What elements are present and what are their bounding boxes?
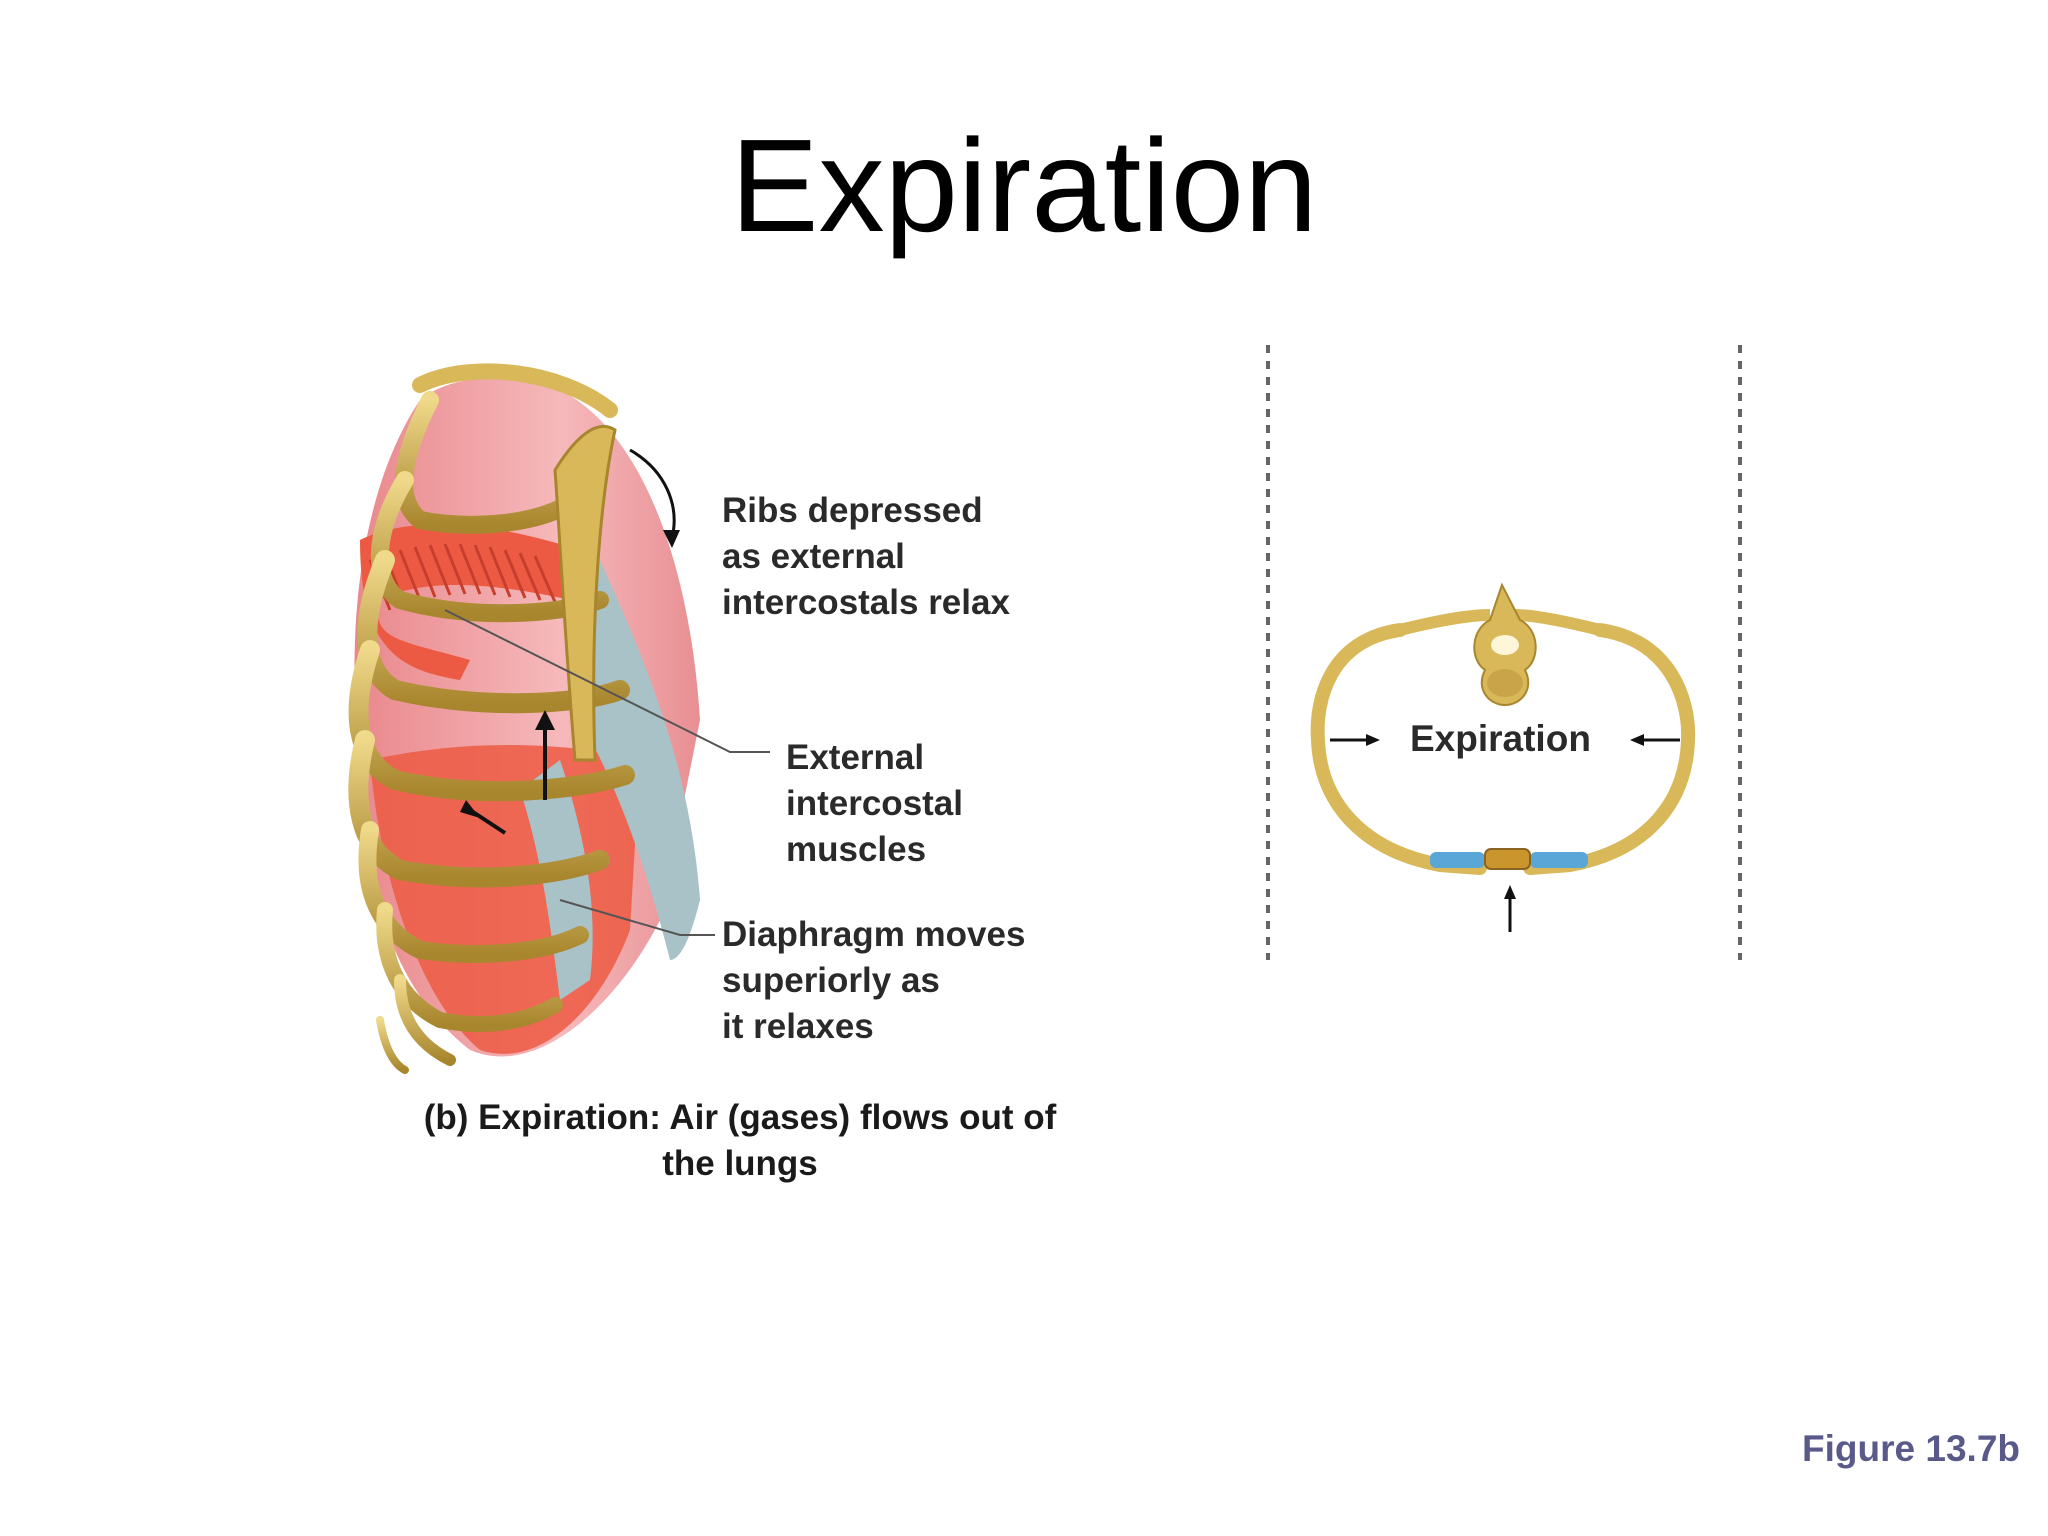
- thorax-cross-section: [1310, 582, 1696, 875]
- cross-section-label: Expiration: [1410, 718, 1591, 759]
- figure-reference: Figure 13.7b: [1802, 1428, 2020, 1469]
- label-diaphragm: Diaphragm moves superiorly as it relaxes: [722, 915, 1026, 1046]
- sternum: [553, 424, 617, 762]
- cross-arrow-left: [1330, 734, 1380, 746]
- ribs: [348, 391, 635, 1074]
- diaphragm-up-arrow: [535, 710, 555, 800]
- cross-arrow-right: [1630, 734, 1680, 746]
- cross-cartilage-right: [1530, 852, 1588, 868]
- cross-arrow-up: [1504, 885, 1516, 932]
- cross-sternum: [1484, 848, 1531, 870]
- costal-cartilage: [580, 560, 700, 960]
- clavicle: [412, 363, 618, 418]
- label-ribs-depressed: Ribs depressed as external intercostals …: [722, 491, 1010, 622]
- leader-lines: [444, 609, 770, 936]
- slide-title: Expiration: [730, 112, 1318, 259]
- label-external-intercostal: External intercostal muscles: [786, 738, 963, 869]
- figure-caption: (b) Expiration: Air (gases) flows out of…: [423, 1098, 1057, 1183]
- rib-movement-arrow: [629, 448, 680, 548]
- cross-cartilage-left: [1430, 852, 1485, 868]
- rib-down-arrow: [460, 800, 507, 835]
